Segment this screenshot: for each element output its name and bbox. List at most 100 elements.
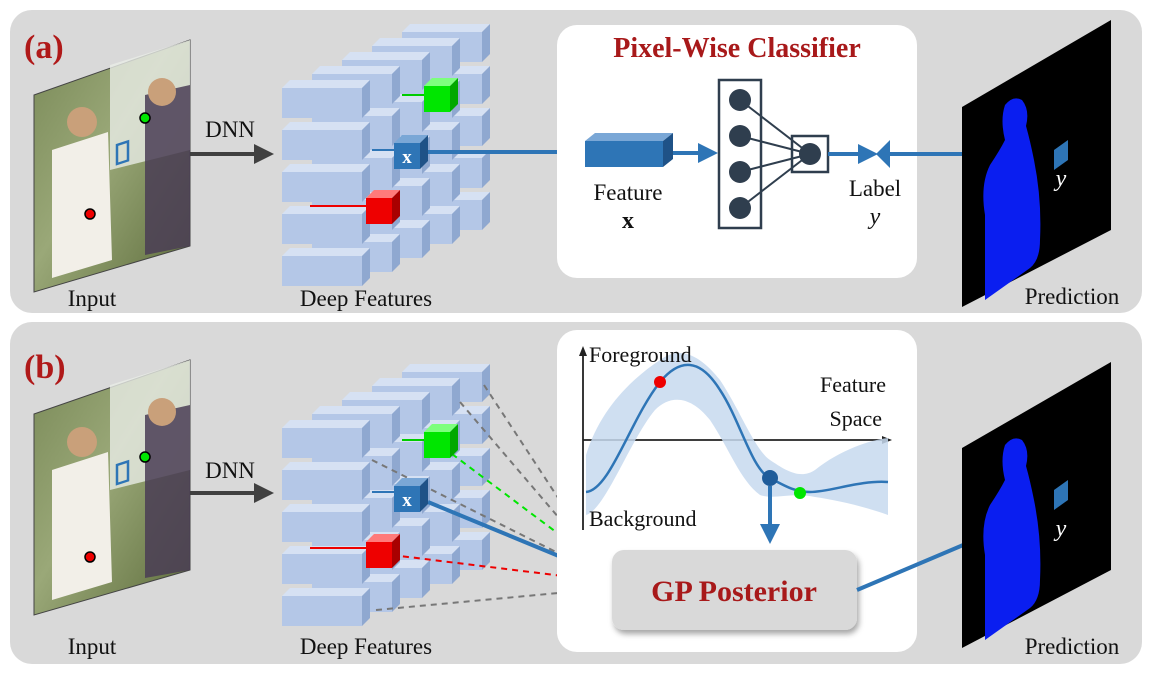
- feature-block: [282, 470, 362, 500]
- feature-block: [282, 256, 362, 286]
- feature-block-side: [482, 150, 490, 188]
- feature-block-top: [372, 378, 460, 386]
- feature-block-top: [402, 24, 490, 32]
- feature-block-side: [482, 108, 490, 146]
- feature-block-top: [312, 66, 400, 74]
- feature-block: [282, 554, 362, 584]
- neural-network-icon: [717, 78, 830, 230]
- feature-block-side: [422, 560, 430, 598]
- feature-block-side: [422, 178, 430, 216]
- gp-x-label-line2: Space: [829, 406, 882, 431]
- blue-feature-cube-b: x: [372, 478, 428, 512]
- feature-block-side: [362, 462, 370, 500]
- feature-block: [282, 130, 362, 160]
- input-label-b: Input: [68, 634, 117, 659]
- feature-block-side: [452, 164, 460, 202]
- feature-block: [282, 214, 362, 244]
- dnn-label-b: DNN: [205, 458, 255, 483]
- prediction-symbol-a: y: [1054, 166, 1067, 192]
- red-sample-point: [84, 208, 96, 220]
- feature-block-side: [392, 406, 400, 444]
- gp-mean-curve: [585, 363, 889, 494]
- feature-block-top: [282, 80, 370, 88]
- feature-block-top: [402, 364, 490, 372]
- feature-label: Feature: [594, 180, 663, 205]
- input-image-b: [33, 359, 191, 616]
- red-sample-point-b: [84, 551, 96, 563]
- input-image-a: [33, 39, 191, 293]
- feature-cube-x-label-a: x: [402, 147, 412, 168]
- feature-block-top: [282, 164, 370, 172]
- feature-block-side: [452, 462, 460, 500]
- feature-block-top: [342, 392, 430, 400]
- feature-block-top: [372, 38, 460, 46]
- feature-block: [282, 88, 362, 118]
- panel-b-tag: (b): [24, 349, 66, 386]
- feature-block-side: [362, 588, 370, 626]
- feature-block-top: [282, 504, 370, 512]
- feature-block: [282, 428, 362, 458]
- feature-block-side: [422, 52, 430, 90]
- feature-block-top: [282, 462, 370, 470]
- gp-posterior-label: GP Posterior: [651, 575, 817, 608]
- blue-feature-cube-a: x: [372, 135, 428, 169]
- feature-block-side: [452, 378, 460, 416]
- feature-block-side: [452, 38, 460, 76]
- feature-block-top: [312, 406, 400, 414]
- feature-block-side: [362, 80, 370, 118]
- prediction-label-b: Prediction: [1025, 634, 1120, 659]
- feature-block-top: [282, 248, 370, 256]
- feature-block-side: [392, 108, 400, 146]
- gp-y-bottom-label: Background: [589, 506, 697, 531]
- feature-block-top: [342, 52, 430, 60]
- gp-plot-box: Foreground Background Feature Space GP P…: [557, 330, 917, 652]
- prediction-image-b: [962, 362, 1111, 648]
- prediction-symbol-b: y: [1054, 516, 1067, 542]
- feature-block-side: [422, 220, 430, 258]
- pixel-wise-classifier-box: Pixel-Wise Classifier Feature x: [557, 25, 917, 278]
- feature-block-side: [482, 66, 490, 104]
- feature-symbol: x: [622, 208, 634, 234]
- prediction-label-a: Prediction: [1025, 284, 1120, 309]
- prediction-image-a: [962, 20, 1111, 307]
- feature-block-top: [282, 420, 370, 428]
- label-symbol: y: [868, 204, 881, 230]
- feature-block-top: [282, 206, 370, 214]
- feature-block-side: [482, 448, 490, 486]
- gp-y-top-label: Foreground: [589, 342, 692, 367]
- feature-block-side: [482, 490, 490, 528]
- deep-features-label-b: Deep Features: [300, 634, 432, 659]
- green-feature-cube-a: [402, 78, 458, 112]
- feature-block-side: [392, 448, 400, 486]
- deep-features-stack-a: [282, 24, 490, 286]
- feature-block-side: [482, 364, 490, 402]
- feature-block-side: [392, 234, 400, 272]
- feature-block-side: [422, 518, 430, 556]
- panel-a: (a) Input DNN Deep Features: [10, 10, 1142, 313]
- gp-red-point: [654, 376, 666, 388]
- feature-block-side: [362, 164, 370, 202]
- label-text: Label: [849, 176, 901, 201]
- feature-block-top: [282, 122, 370, 130]
- feature-block-side: [482, 406, 490, 444]
- deep-features-label-a: Deep Features: [300, 286, 432, 311]
- red-feature-cube-b: [310, 534, 400, 568]
- feature-block: [282, 512, 362, 542]
- deep-features-stack-b: [282, 364, 490, 626]
- feature-block-side: [362, 504, 370, 542]
- classifier-title: Pixel-Wise Classifier: [613, 33, 861, 64]
- green-sample-point-b: [139, 451, 151, 463]
- gp-query-point: [762, 470, 778, 486]
- panel-a-tag: (a): [24, 29, 64, 66]
- gp-to-prediction-line: [856, 538, 976, 592]
- feature-block-side: [482, 532, 490, 570]
- feature-block-top: [282, 588, 370, 596]
- feature-block-side: [452, 546, 460, 584]
- green-sample-point: [139, 112, 151, 124]
- feature-block-side: [362, 420, 370, 458]
- feature-block: [282, 596, 362, 626]
- feature-block-side: [482, 192, 490, 230]
- gp-x-label-line1: Feature: [820, 372, 886, 397]
- feature-block-side: [392, 66, 400, 104]
